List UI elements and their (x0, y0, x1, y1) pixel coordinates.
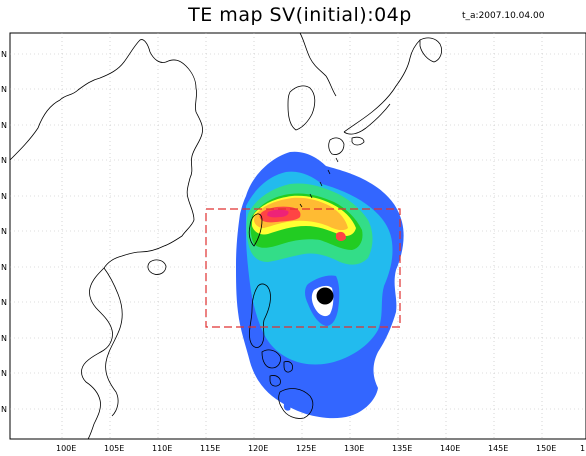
lon-tick-label: 145E (488, 444, 508, 453)
lon-tick-label: 130E (344, 444, 364, 453)
lat-tick-label: N (1, 227, 7, 236)
lon-tick-label: 125E (296, 444, 316, 453)
coast-mainland-asia (9, 39, 203, 440)
target-region-box (205, 208, 401, 328)
lat-tick-label: N (1, 121, 7, 130)
lon-tick-label: 1 (580, 444, 585, 453)
coast-mindanao (278, 388, 314, 419)
lat-tick-label: N (1, 85, 7, 94)
coastlines (9, 32, 442, 440)
coast-visayas (261, 349, 293, 387)
lon-tick-label: 135E (392, 444, 412, 453)
field-small-patch (283, 402, 291, 411)
field-level-6 (254, 197, 348, 231)
typhoon-center-marker (316, 287, 334, 305)
lat-tick-label: N (1, 369, 7, 378)
coast-taiwan (248, 213, 263, 247)
coast-korea (287, 85, 316, 131)
lat-tick-label: N (1, 334, 7, 343)
lat-tick-label: N (1, 192, 7, 201)
coast-indochina-east (103, 267, 123, 417)
lon-tick-label: 140E (440, 444, 460, 453)
coast-japan-kyushu (328, 137, 345, 155)
lon-tick-label: 120E (248, 444, 268, 453)
coast-hainan (147, 259, 167, 275)
coast-hokkaido-sakhalin (419, 37, 442, 63)
lon-tick-label: 110E (152, 444, 172, 453)
lon-tick-label: 100E (56, 444, 76, 453)
lon-tick-label: 115E (200, 444, 220, 453)
lat-tick-labels: N N N N N N N N N N N (1, 50, 7, 414)
lon-tick-label: 105E (104, 444, 124, 453)
lon-tick-labels: 100E 105E 110E 115E 120E 125E 130E 135E … (56, 444, 585, 453)
coast-luzon (249, 283, 271, 348)
coast-russia-east (299, 32, 337, 97)
lat-tick-label: N (1, 298, 7, 307)
lat-tick-label: N (1, 263, 7, 272)
lat-tick-label: N (1, 50, 7, 59)
lat-tick-label: N (1, 405, 7, 414)
figure-title: TE map SV(initial):04p (188, 4, 412, 26)
lat-tick-label: N (1, 156, 7, 165)
coast-ryukyu (299, 157, 339, 208)
time-label: t_a:2007.10.04.00 (462, 11, 545, 21)
field-level-8 (267, 209, 289, 218)
coast-japan-honshu (343, 39, 421, 135)
lon-tick-label: 150E (536, 444, 556, 453)
coast-japan-shikoku (351, 136, 365, 146)
